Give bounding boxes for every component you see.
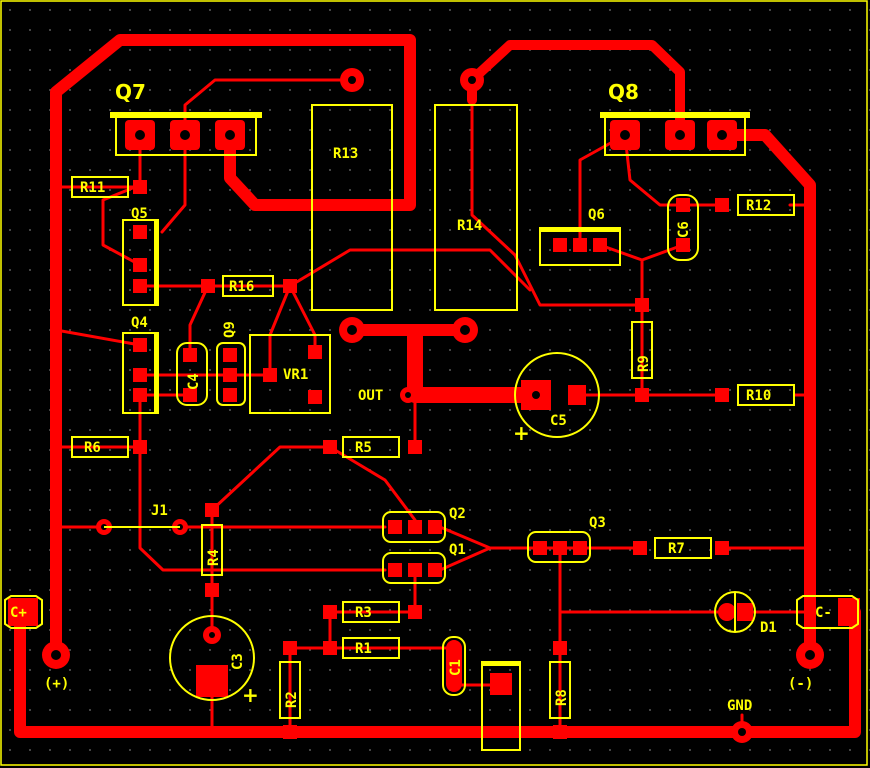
label-q8: Q8: [608, 80, 639, 104]
label-r6: R6: [84, 440, 101, 456]
label-c3-plus: +: [242, 683, 259, 707]
label-q3: Q3: [589, 515, 606, 531]
label-q4: Q4: [131, 315, 148, 331]
label-r14: R14: [457, 218, 482, 234]
labels: Q7 Q8 R13 R14 Q5 Q6 Q4 R11 R16 R12 C6 Q9…: [10, 80, 832, 714]
label-gnd: GND: [727, 698, 752, 714]
label-r16: R16: [229, 279, 254, 295]
label-r1: R1: [355, 641, 372, 657]
label-q2: Q2: [449, 506, 466, 522]
label-c5-plus: +: [513, 421, 530, 445]
label-c3: C3: [230, 653, 246, 670]
label-r8: R8: [554, 689, 570, 706]
label-q6: Q6: [588, 207, 605, 223]
label-r5: R5: [355, 440, 372, 456]
label-c-plus: C+: [10, 605, 27, 621]
label-c4: C4: [186, 373, 202, 390]
label-c6: C6: [676, 221, 692, 238]
label-r10: R10: [746, 388, 771, 404]
label-r11: R11: [80, 180, 105, 196]
label-q1: Q1: [449, 542, 466, 558]
label-q5: Q5: [131, 206, 148, 222]
label-j1: J1: [151, 503, 168, 519]
label-out: OUT: [358, 388, 383, 404]
label-r12: R12: [746, 198, 771, 214]
label-q7: Q7: [115, 80, 146, 104]
label-q9: Q9: [222, 321, 238, 338]
label-c5: C5: [550, 413, 567, 429]
label-d1: D1: [760, 620, 777, 636]
label-plus-note: (+): [44, 676, 69, 692]
label-r4: R4: [206, 549, 222, 566]
label-minus-note: (-): [788, 676, 813, 692]
pads: [8, 68, 860, 743]
label-c-minus: C-: [815, 605, 832, 621]
label-vr1: VR1: [283, 367, 308, 383]
label-r2: R2: [284, 691, 300, 708]
label-r3: R3: [355, 605, 372, 621]
label-r9: R9: [636, 355, 652, 372]
label-r7: R7: [668, 541, 685, 557]
silkscreen: [4, 104, 859, 751]
label-r13: R13: [333, 146, 358, 162]
label-c1: C1: [448, 659, 464, 676]
